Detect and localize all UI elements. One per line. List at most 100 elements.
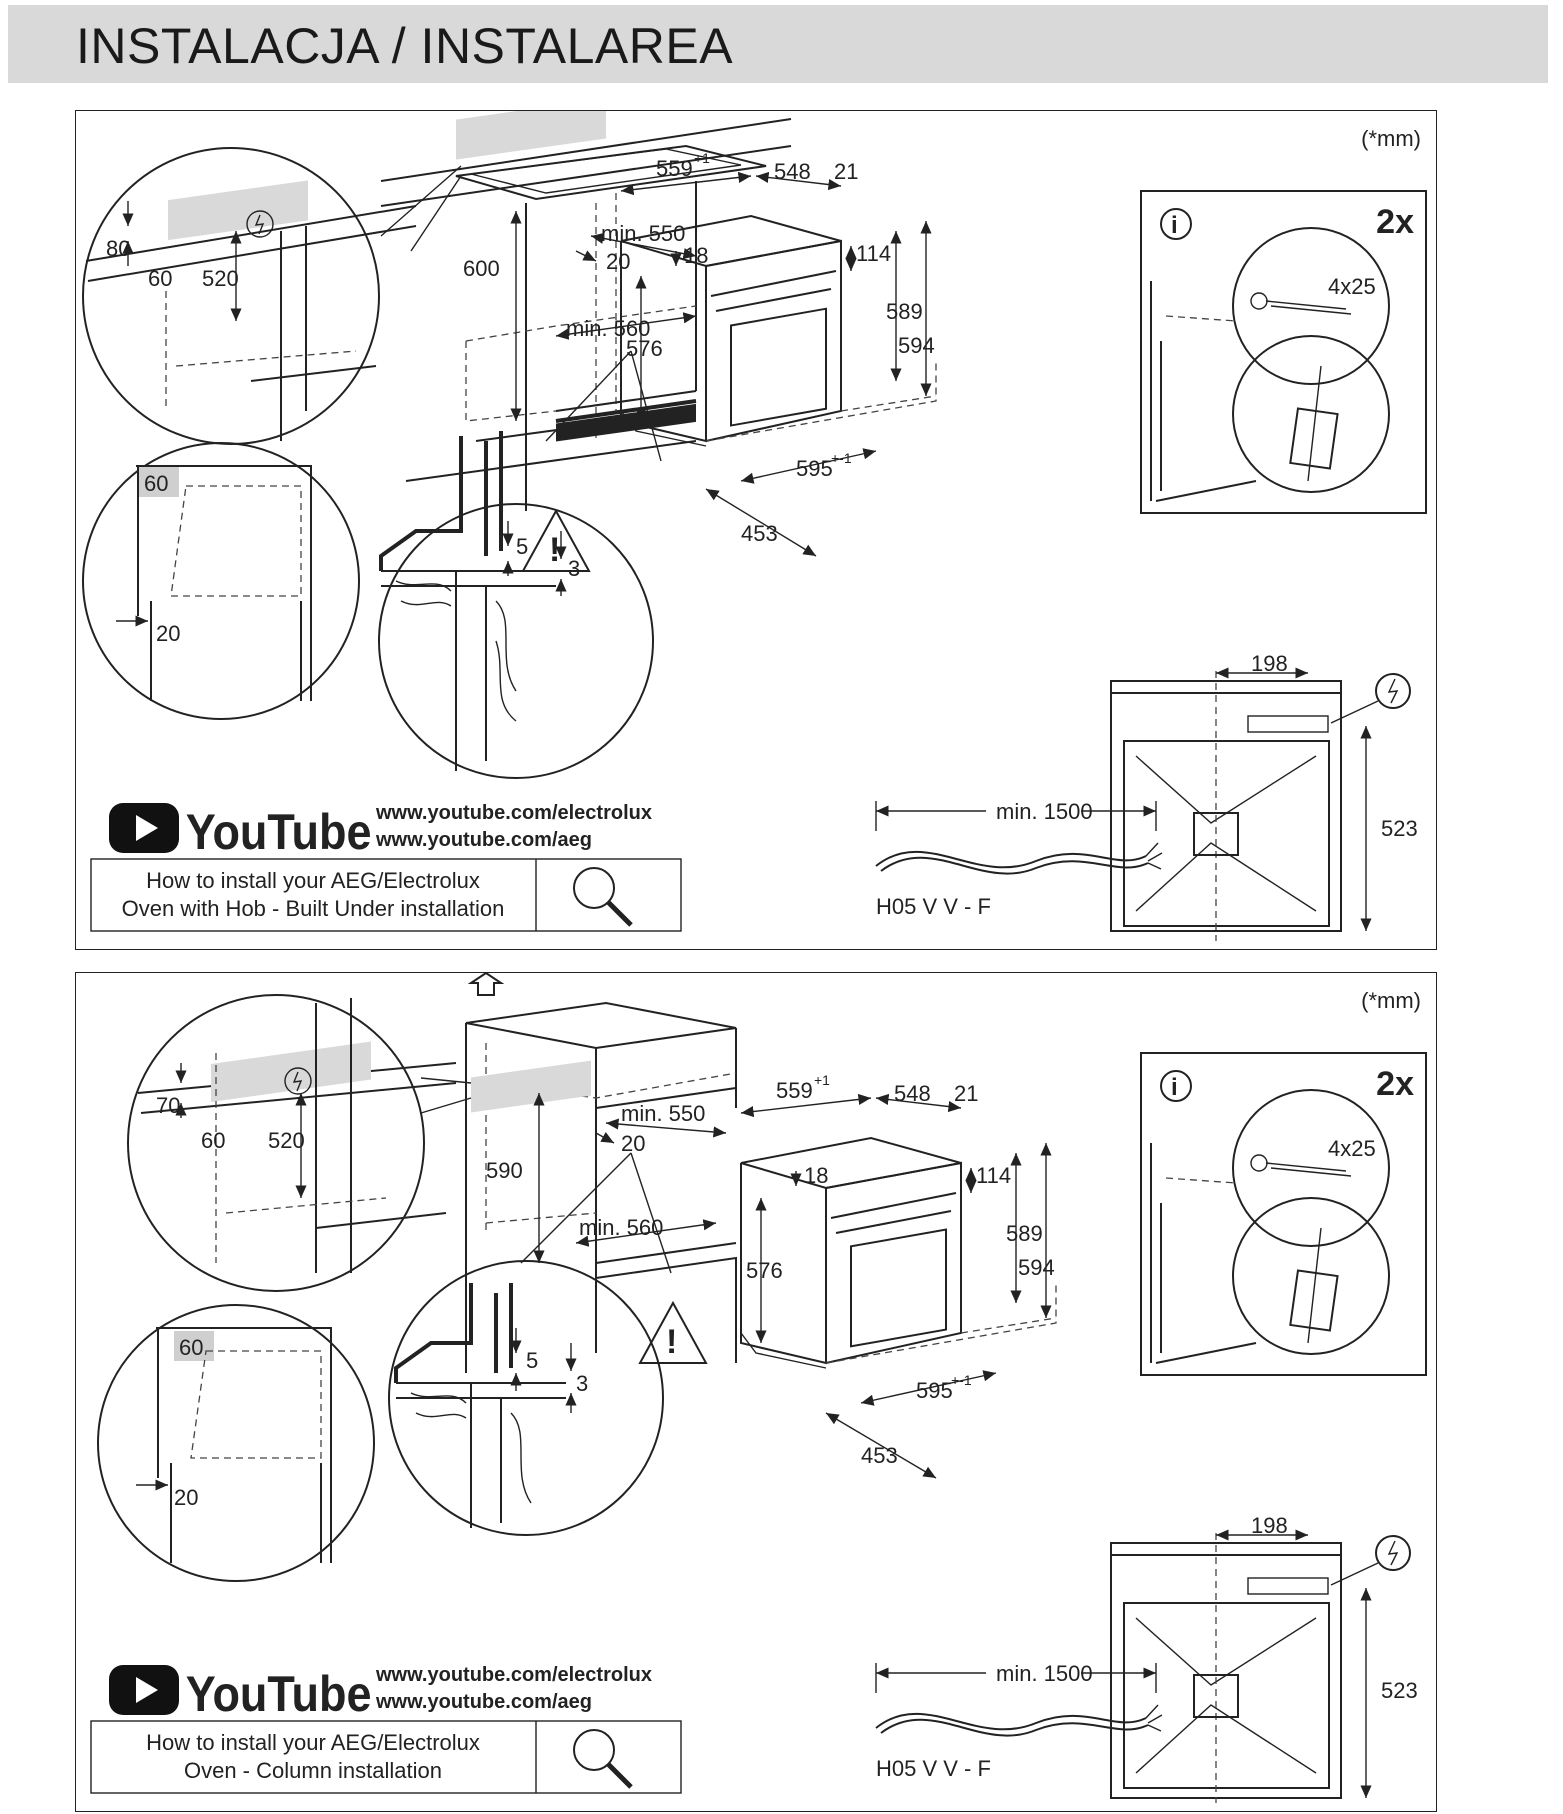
dim-oven-559: 559 (776, 1078, 813, 1103)
page-title: INSTALACJA / INSTALAREA (76, 18, 734, 74)
dim-oven-559-tol: +1 (814, 1072, 830, 1088)
warning-triangle-icon (638, 1300, 708, 1364)
dim-oven-595-tol: +-1 (951, 1372, 972, 1388)
column-diagram: (*mm) 590 min. 550 20 min. 560 (90, 973, 1427, 1803)
dim-oven-576: 576 (746, 1258, 783, 1283)
info-icon (1160, 208, 1192, 240)
dim-cutout-a: 70 (156, 1093, 180, 1118)
warning-triangle-icon (521, 508, 591, 572)
search-icon[interactable] (573, 867, 633, 927)
youtube-block[interactable]: YouTube www.youtube.com/electrolux www.y… (109, 802, 652, 861)
youtube-wordmark: YouTube (186, 1667, 372, 1723)
dim-niche-depth: min. 560 (579, 1215, 663, 1240)
page-header: INSTALACJA / INSTALAREA (8, 5, 1548, 83)
youtube-block[interactable]: YouTube www.youtube.com/electrolux www.y… (109, 1664, 652, 1723)
dim-oven-453: 453 (861, 1443, 898, 1468)
cable-length: min. 1500 (996, 1661, 1093, 1686)
cable-spec: min. 1500 H05 V V - F (875, 799, 1163, 919)
dim-niche-gap: 20 (606, 249, 630, 274)
dim-niche-width: min. 550 (601, 221, 685, 246)
dim-side-60: 60 (179, 1335, 203, 1360)
cable-type: H05 V V - F (876, 1756, 991, 1781)
dim-oven-595-tol: +-1 (831, 450, 852, 466)
dim-oven-594: 594 (898, 333, 935, 358)
dim-gap-5: 5 (516, 534, 528, 559)
dim-niche-height: 600 (463, 256, 500, 281)
oven-drawing: 559 +1 548 21 18 114 576 589 594 595 +-1… (620, 150, 937, 557)
screw-icon (1265, 1162, 1352, 1177)
dim-oven-453: 453 (741, 521, 778, 546)
dim-back-width: 198 (1251, 1513, 1288, 1538)
detail-circle-gap: ! 5 3 (388, 1152, 708, 1536)
kitchen-cabinet-drawing: 600 min. 550 20 min. 560 (380, 111, 792, 511)
dim-back-height: 523 (1381, 816, 1418, 841)
dim-oven-595: 595 (796, 456, 833, 481)
dim-oven-594: 594 (1018, 1255, 1055, 1280)
panel-column: (*mm) 590 min. 550 20 min. 560 (75, 972, 1437, 1812)
dim-oven-114: 114 (976, 1163, 1011, 1188)
dim-gap-3: 3 (568, 556, 580, 581)
dim-side-60: 60 (144, 471, 168, 496)
dim-oven-576: 576 (626, 336, 663, 361)
dim-oven-21: 21 (954, 1081, 978, 1106)
screw-icon (1265, 300, 1352, 315)
dim-niche-gap: 20 (621, 1131, 645, 1156)
search-icon[interactable] (573, 1729, 633, 1789)
video-search-box[interactable]: How to install your AEG/Electrolux Oven … (90, 858, 682, 932)
unit-note: (*mm) (1361, 988, 1421, 1013)
cable-length: min. 1500 (996, 799, 1093, 824)
dim-gap-5: 5 (526, 1348, 538, 1373)
dim-cutout-b: 60 (148, 266, 172, 291)
svg-text:i: i (1171, 1074, 1178, 1101)
electric-hazard-icon (1375, 673, 1411, 709)
youtube-wordmark: YouTube (186, 805, 372, 861)
dim-side-20: 20 (174, 1485, 198, 1510)
dim-oven-559: 559 (656, 156, 693, 181)
info-box-fixing: i 2x 4x25 (1140, 190, 1427, 514)
video-search-box[interactable]: How to install your AEG/Electrolux Oven … (90, 1720, 682, 1794)
dim-back-width: 198 (1251, 651, 1288, 676)
electric-hazard-icon (1375, 1535, 1411, 1571)
youtube-url-electrolux[interactable]: www.youtube.com/electrolux (375, 1664, 652, 1686)
search-line-2: Oven - Column installation (184, 1758, 442, 1783)
column-cabinet-drawing: 590 min. 550 20 min. 560 (465, 973, 737, 1373)
dim-gap-3: 3 (576, 1371, 588, 1396)
fixing-count: 2x (1376, 1065, 1414, 1103)
dim-oven-114: 114 (856, 241, 891, 266)
dim-oven-589: 589 (1006, 1221, 1043, 1246)
dim-oven-589: 589 (886, 299, 923, 324)
detail-circle-side: 60 20 (82, 442, 360, 720)
youtube-url-electrolux[interactable]: www.youtube.com/electrolux (375, 802, 652, 824)
screw-size: 4x25 (1328, 1136, 1376, 1161)
dim-oven-559-tol: +1 (694, 150, 710, 166)
dim-cutout-b: 60 (201, 1128, 225, 1153)
detail-circle-gap: ! 5 3 (378, 350, 662, 779)
dim-side-20: 20 (156, 621, 180, 646)
unit-note: (*mm) (1361, 126, 1421, 151)
screw-size: 4x25 (1328, 274, 1376, 299)
dim-oven-21: 21 (834, 159, 858, 184)
detail-circle-cutout: 70 60 520 (127, 994, 472, 1292)
info-icon (1160, 1070, 1192, 1102)
dim-oven-18: 18 (804, 1163, 828, 1188)
detail-circle-cutout: 80 60 520 (82, 147, 462, 445)
dim-niche-width: min. 550 (621, 1101, 705, 1126)
search-line-1: How to install your AEG/Electrolux (146, 1730, 480, 1755)
cable-spec: min. 1500 H05 V V - F (875, 1661, 1163, 1781)
dim-oven-548: 548 (774, 159, 811, 184)
oven-drawing: 559 +1 548 21 18 114 576 589 594 595 +-1… (740, 1072, 1057, 1479)
dim-cutout-c: 520 (202, 266, 239, 291)
detail-circle-side: 60 20 (97, 1304, 375, 1582)
dim-oven-548: 548 (894, 1081, 931, 1106)
dim-oven-18: 18 (684, 243, 708, 268)
dim-oven-595: 595 (916, 1378, 953, 1403)
svg-text:!: ! (549, 531, 560, 569)
dim-cutout-c: 520 (268, 1128, 305, 1153)
svg-text:!: ! (666, 1323, 677, 1361)
built-under-diagram: (*mm) 600 min. 550 20 min. 560 (82, 111, 1427, 941)
youtube-url-aeg[interactable]: www.youtube.com/aeg (375, 1691, 592, 1713)
electric-hazard-icon (254, 214, 265, 235)
cable-type: H05 V V - F (876, 894, 991, 919)
panel-built-under: (*mm) 600 min. 550 20 min. 560 (75, 110, 1437, 950)
youtube-url-aeg[interactable]: www.youtube.com/aeg (375, 829, 592, 851)
